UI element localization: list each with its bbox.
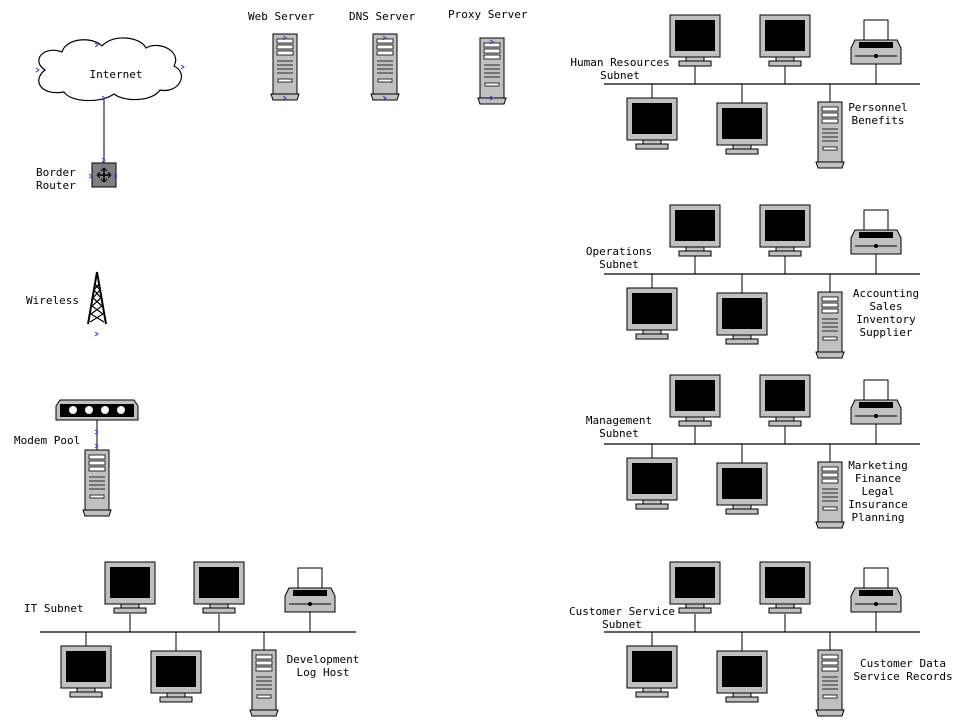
- hr-workstation-icon: [669, 14, 721, 67]
- modem-pool-icon: [55, 399, 139, 421]
- port-marker: [94, 42, 99, 48]
- hr-subnet-label: Human Resources Subnet: [570, 56, 670, 82]
- dns-server-label: DNS Server: [349, 10, 416, 23]
- dns-server-icon: [370, 33, 400, 101]
- modem-pool-server-icon: [82, 449, 112, 517]
- cs-server-icon: [815, 649, 845, 717]
- hr-printer-icon: [850, 19, 902, 65]
- port-marker: [35, 67, 40, 73]
- port-marker: [382, 35, 387, 41]
- mgmt-server-roles: Marketing Finance Legal Insurance Planni…: [848, 459, 908, 524]
- hr-server-roles: Personnel Benefits: [848, 101, 908, 127]
- ops-workstation-icon: [669, 204, 721, 257]
- port-marker: [94, 443, 99, 449]
- port-marker: [180, 64, 185, 70]
- port-marker: [382, 95, 387, 101]
- mgmt-workstation-icon: [626, 457, 678, 510]
- internet-cloud: [38, 37, 182, 102]
- cs-workstation-icon: [716, 650, 768, 703]
- border-router-label: Border Router: [36, 166, 76, 192]
- ops-subnet-label: Operations Subnet: [585, 245, 653, 271]
- cs-workstation-icon: [759, 561, 811, 614]
- proxy-server-icon: [477, 37, 507, 105]
- port-marker: [113, 173, 118, 179]
- web-server-icon: [270, 33, 300, 101]
- hr-server-icon: [815, 101, 845, 169]
- wireless-label: Wireless: [26, 294, 79, 307]
- it-workstation-icon: [60, 645, 112, 698]
- wireless-tower-icon: [87, 271, 107, 325]
- ops-subnet: [604, 204, 920, 359]
- mgmt-subnet: [604, 374, 920, 529]
- cs-subnet-label: Customer Service Subnet: [569, 605, 675, 631]
- it-workstation-icon: [104, 561, 156, 614]
- cs-workstation-icon: [626, 645, 678, 698]
- ops-server-roles: Accounting Sales Inventory Supplier: [852, 287, 920, 339]
- ops-printer-icon: [850, 209, 902, 255]
- it-server-roles: Development Log Host: [286, 653, 360, 679]
- hr-workstation-icon: [626, 97, 678, 150]
- modem-pool-label: Modem Pool: [14, 434, 81, 447]
- port-marker: [282, 95, 287, 101]
- it-workstation-icon: [150, 650, 202, 703]
- it-workstation-icon: [193, 561, 245, 614]
- port-marker: [94, 331, 99, 337]
- internet-label: Internet: [89, 68, 143, 81]
- port-marker: [101, 157, 106, 163]
- mgmt-workstation-icon: [759, 374, 811, 427]
- web-server-label: Web Server: [248, 10, 315, 23]
- mgmt-printer-icon: [850, 379, 902, 425]
- port-marker: [489, 39, 494, 45]
- mgmt-workstation-icon: [716, 462, 768, 515]
- it-server-icon: [249, 649, 279, 717]
- mgmt-subnet-label: Management Subnet: [585, 414, 653, 440]
- proxy-server-label: Proxy Server: [448, 8, 528, 21]
- border-router-icon: [91, 162, 117, 188]
- it-subnet-label: IT Subnet: [24, 602, 84, 615]
- port-marker: [88, 173, 93, 179]
- it-subnet: [40, 561, 356, 717]
- port-marker: [94, 429, 99, 435]
- port-markers: [35, 35, 494, 449]
- it-printer-icon: [284, 567, 336, 613]
- port-marker: [282, 35, 287, 41]
- mgmt-server-icon: [815, 461, 845, 529]
- ops-workstation-icon: [626, 287, 678, 340]
- ops-server-icon: [815, 291, 845, 359]
- cs-server-roles: Customer Data Service Records: [853, 657, 953, 683]
- hr-workstation-icon: [716, 102, 768, 155]
- ops-workstation-icon: [759, 204, 811, 257]
- cs-subnet: [604, 561, 920, 717]
- port-marker: [101, 95, 106, 101]
- hr-subnet: [604, 14, 920, 169]
- mgmt-workstation-icon: [669, 374, 721, 427]
- hr-workstation-icon: [759, 14, 811, 67]
- port-marker: [489, 95, 494, 101]
- cs-printer-icon: [850, 567, 902, 613]
- ops-workstation-icon: [716, 292, 768, 345]
